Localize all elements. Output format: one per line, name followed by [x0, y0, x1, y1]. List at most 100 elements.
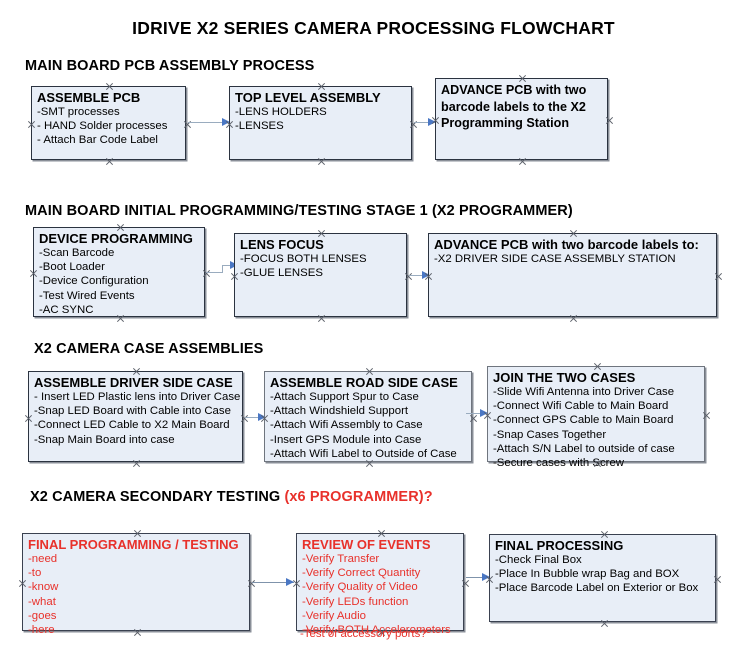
connector-handle-right[interactable] — [605, 116, 614, 125]
connector-driver-side-to-road-side — [245, 413, 266, 422]
connector-handle-left[interactable] — [424, 272, 433, 281]
connector-handle-bottom[interactable] — [132, 459, 141, 468]
flow-box-title: ASSEMBLE DRIVER SIDE CASE — [34, 375, 233, 390]
connector-handle-right[interactable] — [183, 120, 192, 129]
flow-box-final-processing[interactable]: FINAL PROCESSING -Check Final Box -Place… — [489, 534, 716, 622]
connector-handle-left[interactable] — [483, 411, 492, 420]
flow-box-line: -Insert GPS Module into Case — [270, 433, 422, 446]
flow-box-line: -Verify Correct Quantity — [302, 567, 421, 580]
flow-box-title: LENS FOCUS — [240, 237, 324, 252]
flow-box-line: -Connect Wifi Cable to Main Board — [493, 400, 669, 413]
flow-box-line: -Attach S/N Label to outside of case — [493, 442, 675, 455]
page-title: IDRIVE X2 SERIES CAMERA PROCESSING FLOWC… — [132, 18, 615, 38]
connector-handle-bottom[interactable] — [600, 619, 609, 628]
connector-handle-left[interactable] — [24, 414, 33, 423]
flow-box-title: ADVANCE PCB with two barcode labels to t… — [441, 83, 587, 130]
flow-box-line: -Verify Quality of Video — [302, 581, 418, 594]
flow-box-line: -Secure cases with Screw — [493, 457, 625, 470]
connector-handle-bottom[interactable] — [317, 314, 326, 323]
connector-handle-right[interactable] — [702, 411, 711, 420]
flow-box-line: -Boot Loader — [39, 261, 105, 274]
connector-handle-left[interactable] — [18, 579, 27, 588]
flow-box-line: -Place Barcode Label on Exterior or Box — [495, 582, 699, 595]
flow-box-line: -AC SYNC — [39, 303, 94, 316]
flow-box-line: -Slide Wifi Antenna into Driver Case — [493, 386, 675, 398]
flow-box-title: REVIEW OF EVENTS — [302, 537, 431, 552]
flow-box-line: -Snap Cases Together — [493, 428, 607, 441]
flow-box-assemble-pcb[interactable]: ASSEMBLE PCB -SMT processes - HAND Solde… — [31, 86, 186, 160]
connector-final-programming-to-review-of-events — [252, 578, 294, 587]
flow-box-lens-focus[interactable]: LENS FOCUS -FOCUS BOTH LENSES -GLUE LENS… — [234, 233, 407, 317]
connector-handle-left[interactable] — [230, 272, 239, 281]
connector-handle-right[interactable] — [202, 269, 211, 278]
flow-box-line: -Snap Main Board into case — [34, 433, 175, 446]
connector-handle-left[interactable] — [485, 575, 494, 584]
connector-handle-right[interactable] — [713, 575, 722, 584]
flow-box-line: -here — [28, 624, 55, 637]
flow-box-title: FINAL PROGRAMMING / TESTING — [28, 537, 239, 552]
flow-box-line: -know — [28, 581, 59, 594]
flow-box-title: ASSEMBLE ROAD SIDE CASE — [270, 375, 458, 390]
flow-box-line: -LENSES — [235, 120, 284, 133]
section-heading-main-board-pcb-assembly: MAIN BOARD PCB ASSEMBLY PROCESS — [25, 58, 315, 74]
connector-handle-right[interactable] — [461, 579, 470, 588]
flow-box-device-programming[interactable]: DEVICE PROGRAMMING -Scan Barcode -Boot L… — [33, 227, 205, 317]
connector-handle-bottom[interactable] — [105, 157, 114, 166]
flow-box-title: ADVANCE PCB with two barcode labels to: — [434, 237, 699, 252]
flow-box-line: -Attach Windshield Support — [270, 405, 409, 418]
connector-handle-left[interactable] — [260, 414, 269, 423]
connector-handle-bottom[interactable] — [317, 157, 326, 166]
connector-handle-right[interactable] — [469, 414, 478, 423]
flow-box-assemble-driver-side-case[interactable]: ASSEMBLE DRIVER SIDE CASE - Insert LED P… — [28, 371, 243, 462]
flow-box-join-the-two-cases[interactable]: JOIN THE TWO CASES -Slide Wifi Antenna i… — [487, 366, 705, 469]
flow-box-title: DEVICE PROGRAMMING — [39, 231, 193, 246]
connector-handle-left[interactable] — [292, 579, 301, 588]
flow-box-line: -Check Final Box — [495, 554, 582, 566]
section-heading-text: X2 CAMERA SECONDARY TESTING — [30, 489, 285, 505]
flow-box-overflow-line-review-of-events: -Test of accessory ports? — [300, 628, 427, 640]
section-heading-x2-camera-case-assemblies: X2 CAMERA CASE ASSEMBLIES — [34, 341, 264, 357]
section-heading-x2-camera-secondary-testing: X2 CAMERA SECONDARY TESTING (x6 PROGRAMM… — [30, 489, 433, 505]
flow-box-title: FINAL PROCESSING — [495, 538, 624, 553]
connector-handle-bottom[interactable] — [518, 157, 527, 166]
connector-handle-right[interactable] — [404, 272, 413, 281]
flow-box-line: -Device Configuration — [39, 275, 149, 288]
flow-box-review-of-events[interactable]: REVIEW OF EVENTS -Verify Transfer -Verif… — [296, 533, 464, 636]
flow-box-line: -Place In Bubble wrap Bag and BOX — [495, 568, 680, 581]
connector-handle-left[interactable] — [225, 120, 234, 129]
connector-handle-right[interactable] — [240, 414, 249, 423]
flow-box-final-programming-testing[interactable]: FINAL PROGRAMMING / TESTING -need -to -k… — [22, 533, 250, 636]
flow-box-line: - Insert LED Plastic lens into Driver Ca… — [34, 391, 241, 403]
connector-handle-right[interactable] — [409, 120, 418, 129]
flow-box-line: -Verify BOTH Accelerometers — [302, 624, 451, 637]
flow-box-line: -Verify Audio — [302, 609, 366, 622]
connector-handle-left[interactable] — [431, 116, 440, 125]
connector-handle-right[interactable] — [714, 272, 723, 281]
flow-box-line: -Connect GPS Cable to Main Board — [493, 414, 674, 427]
flow-box-line: -Connect LED Cable to X2 Main Board — [34, 419, 230, 432]
connector-assemble-pcb-to-top-level-assembly — [188, 118, 230, 127]
flow-box-line: -Attach Support Spur to Case — [270, 391, 419, 403]
flow-box-advance-pcb-driver-side-case[interactable]: ADVANCE PCB with two barcode labels to: … — [428, 233, 717, 317]
flow-box-line: - HAND Solder processes — [37, 120, 168, 133]
connector-top-level-assembly-to-advance-pcb — [414, 118, 436, 127]
connector-handle-bottom[interactable] — [569, 314, 578, 323]
flow-box-line: -goes — [28, 609, 57, 622]
connector-lens-focus-to-advance-pcb-driver-side — [409, 271, 430, 280]
flow-box-line: -SMT processes — [37, 106, 120, 118]
flow-box-line: -need — [28, 553, 58, 565]
flow-box-line: -Test Wired Events — [39, 289, 135, 302]
connector-handle-left[interactable] — [29, 269, 38, 278]
flow-box-line: -what — [28, 595, 56, 608]
connector-handle-left[interactable] — [27, 120, 36, 129]
flow-box-line: -Attach Wifi Label to Outside of Case — [270, 447, 457, 460]
flow-box-line: -FOCUS BOTH LENSES — [240, 253, 367, 265]
connector-handle-right[interactable] — [247, 579, 256, 588]
flow-box-line: -Snap LED Board with Cable into Case — [34, 405, 231, 418]
flow-box-assemble-road-side-case[interactable]: ASSEMBLE ROAD SIDE CASE -Attach Support … — [264, 371, 472, 462]
flow-box-top-level-assembly[interactable]: TOP LEVEL ASSEMBLY -LENS HOLDERS -LENSES — [229, 86, 412, 160]
flow-box-advance-pcb-x2-programming-station[interactable]: ADVANCE PCB with two barcode labels to t… — [435, 78, 608, 160]
section-heading-main-board-initial-programming: MAIN BOARD INITIAL PROGRAMMING/TESTING S… — [25, 203, 573, 219]
flow-box-title: TOP LEVEL ASSEMBLY — [235, 90, 381, 105]
